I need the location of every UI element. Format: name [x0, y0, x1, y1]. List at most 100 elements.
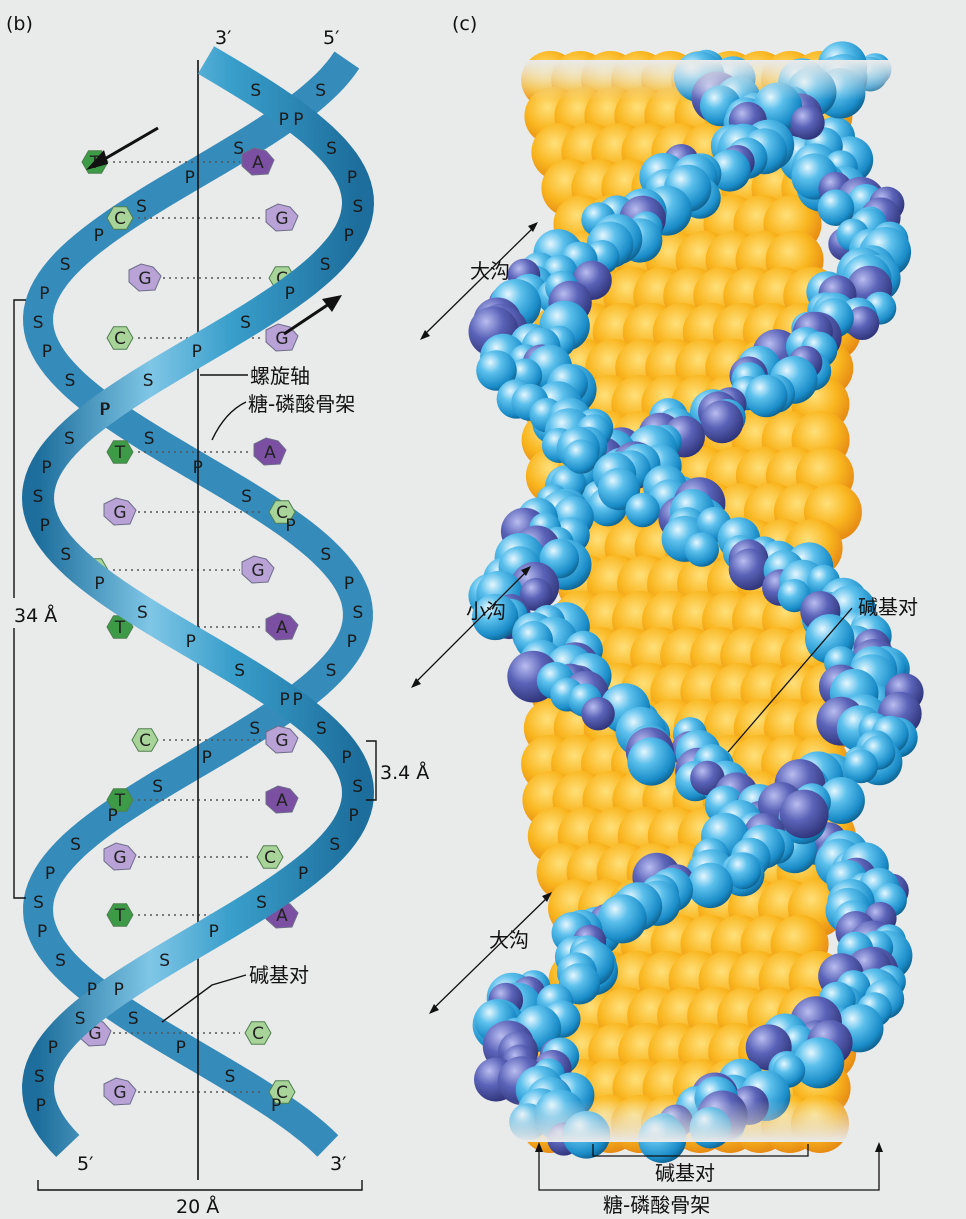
backbone-letter-front: P: [293, 110, 303, 130]
base-shape: [103, 842, 137, 871]
sugar-atom: [684, 532, 719, 567]
phosphate-atom: [845, 306, 880, 340]
major-groove-arrow-bottom: [431, 895, 550, 1011]
base-letter: G: [113, 503, 126, 523]
phosphate-atom: [700, 400, 744, 444]
sugar-atom: [817, 189, 855, 226]
base-letter: G: [138, 269, 151, 289]
backbone-letter-front: P: [341, 748, 351, 768]
sugar-atom: [844, 749, 878, 784]
backbone-callout-line: [211, 401, 247, 441]
backbone-letter-back: S: [33, 893, 44, 913]
turn-length-label: 34 Å: [14, 604, 57, 627]
base-pair-callout-line-c: [727, 607, 853, 753]
backbone-letter-back: P: [107, 806, 117, 826]
base-letter: C: [276, 1083, 288, 1103]
backbone-letter-back: S: [55, 951, 66, 971]
backbone-letter-back: S: [353, 603, 364, 623]
backbone-letter-back: P: [193, 458, 203, 478]
bottom-backbone-label: 糖-磷酸骨架: [603, 1193, 710, 1215]
base-shape: [106, 903, 134, 927]
backbone-letter-front: S: [353, 197, 364, 217]
major-groove-arrowhead-bottom-1: [542, 892, 552, 902]
backbone-letter-back: P: [45, 864, 55, 884]
panel-c-label: (c): [452, 13, 477, 35]
top-left-end-label: 3′: [215, 27, 231, 49]
base-letter: C: [276, 503, 288, 523]
backbone-letter-back: P: [176, 1038, 186, 1058]
sugar-atom: [627, 737, 676, 786]
bottom-backbone-bracket: [538, 1150, 880, 1191]
backbone-letter-back: P: [39, 284, 49, 304]
backbone-letter-back: P: [344, 574, 354, 594]
base-pair-callout-line: [161, 974, 247, 1023]
base-shape: [103, 1077, 137, 1106]
base-letter: C: [114, 209, 126, 229]
base-letter: G: [113, 1083, 126, 1103]
base-letter: A: [252, 153, 264, 173]
base-shape: [265, 785, 299, 814]
base-letter: T: [114, 791, 126, 811]
sugar-atom: [817, 777, 865, 824]
backbone-letter-front: S: [60, 545, 71, 565]
base-shape: [106, 326, 134, 350]
base-shape: [253, 437, 287, 466]
backbone-letter-back: S: [326, 661, 337, 681]
backbone-letter-front: P: [298, 864, 308, 884]
backbone-letter-front: S: [329, 835, 340, 855]
backbone-letter-back: P: [202, 748, 212, 768]
base-letter: C: [114, 329, 126, 349]
backbone-letter-back: P: [292, 690, 302, 710]
backbone-letter-front: P: [347, 168, 357, 188]
base-letter: G: [275, 731, 288, 751]
base-letter: T: [114, 618, 126, 638]
backbone-letter-back: S: [65, 371, 76, 391]
base-shape: [241, 555, 275, 584]
base-pair-label-b: 碱基对: [249, 963, 309, 987]
phosphate-atom: [581, 697, 615, 731]
sugar-atom: [687, 862, 733, 909]
sugar-atom: [472, 593, 519, 641]
sugar-atom: [597, 894, 647, 944]
base-shape: [106, 788, 134, 812]
backbone-letter-back: S: [249, 719, 260, 739]
major-groove-arrowhead-bottom-2: [429, 1004, 439, 1014]
bottom-right-end-label: 3′: [330, 1153, 346, 1175]
backbone-letter-back: S: [225, 1067, 236, 1087]
backbone-letter-front: P: [94, 574, 104, 594]
base-shape: [106, 440, 134, 464]
backbone-letter-front: P: [41, 458, 51, 478]
backbone-letter-front: P: [48, 1038, 58, 1058]
base-letter: A: [264, 443, 276, 463]
backbone-letter-back: P: [271, 1096, 281, 1116]
backbone-letter-back: P: [94, 226, 104, 246]
major-groove-arrow-top: [422, 225, 536, 337]
base-letter: A: [276, 618, 288, 638]
base-shape: [265, 725, 299, 754]
backbone-letter-front: S: [240, 313, 251, 333]
width-bracket: [37, 1180, 363, 1191]
phosphate-atom: [728, 548, 771, 591]
base-letter: C: [139, 731, 151, 751]
base-letter: A: [276, 791, 288, 811]
backbone-letter-front: P: [114, 980, 124, 1000]
bottom-backbone-arrow-right: [875, 1142, 883, 1152]
backbone-letter-front: S: [250, 81, 261, 101]
backbone-letter-back: S: [128, 1009, 139, 1029]
base-letter: G: [113, 848, 126, 868]
rise-bracket: [366, 740, 377, 801]
panel-b-label: (b): [6, 13, 33, 35]
backbone-letter-back: P: [285, 516, 295, 536]
backbone-letter-back: S: [60, 255, 71, 275]
backbone-letter-front: P: [344, 226, 354, 246]
backbone-letter-back: P: [279, 110, 289, 130]
strand-direction-arrow-up: [283, 295, 342, 336]
backbone-letter-front: S: [75, 1009, 86, 1029]
panel-c-space-filling-model: (c) 大沟 小沟 大沟 碱基对 碱基对 糖-磷酸骨架: [411, 13, 966, 1217]
